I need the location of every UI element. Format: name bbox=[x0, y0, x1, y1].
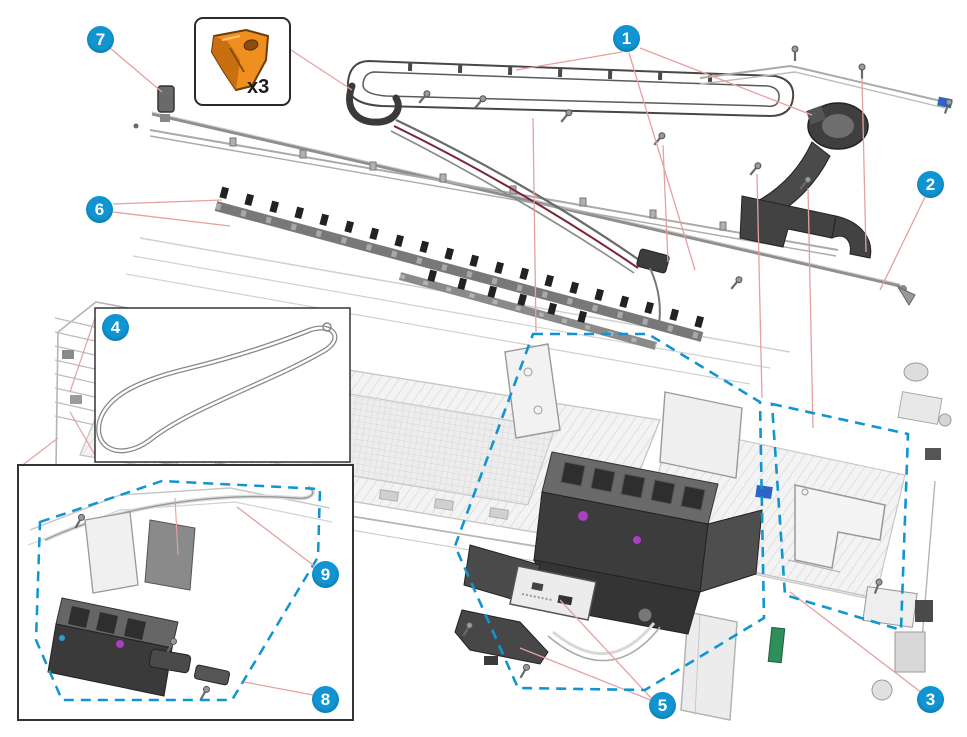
tubes-bracket-assembly-art bbox=[699, 64, 953, 259]
leader-lines bbox=[109, 47, 926, 702]
callout-badge-4: 4 bbox=[102, 314, 129, 341]
callout-badge-6: 6 bbox=[86, 196, 113, 223]
inset-loop-box bbox=[69, 307, 351, 463]
quantity-label: x3 bbox=[247, 76, 270, 98]
callout-badge-1: 1 bbox=[613, 25, 640, 52]
ink-tubes-loop-art bbox=[346, 59, 795, 331]
callout-badge-2: 2 bbox=[917, 171, 944, 198]
callout-badge-5: 5 bbox=[649, 692, 676, 719]
inset-assembly-box bbox=[17, 437, 354, 721]
inset-orange-part-box bbox=[194, 17, 353, 106]
cable-chain-art bbox=[214, 186, 705, 350]
callout-badge-9: 9 bbox=[312, 561, 339, 588]
callout-badge-3: 3 bbox=[917, 686, 944, 713]
callout-badge-8: 8 bbox=[312, 686, 339, 713]
dashed-regions bbox=[453, 332, 910, 692]
callout-badge-7: 7 bbox=[87, 26, 114, 53]
